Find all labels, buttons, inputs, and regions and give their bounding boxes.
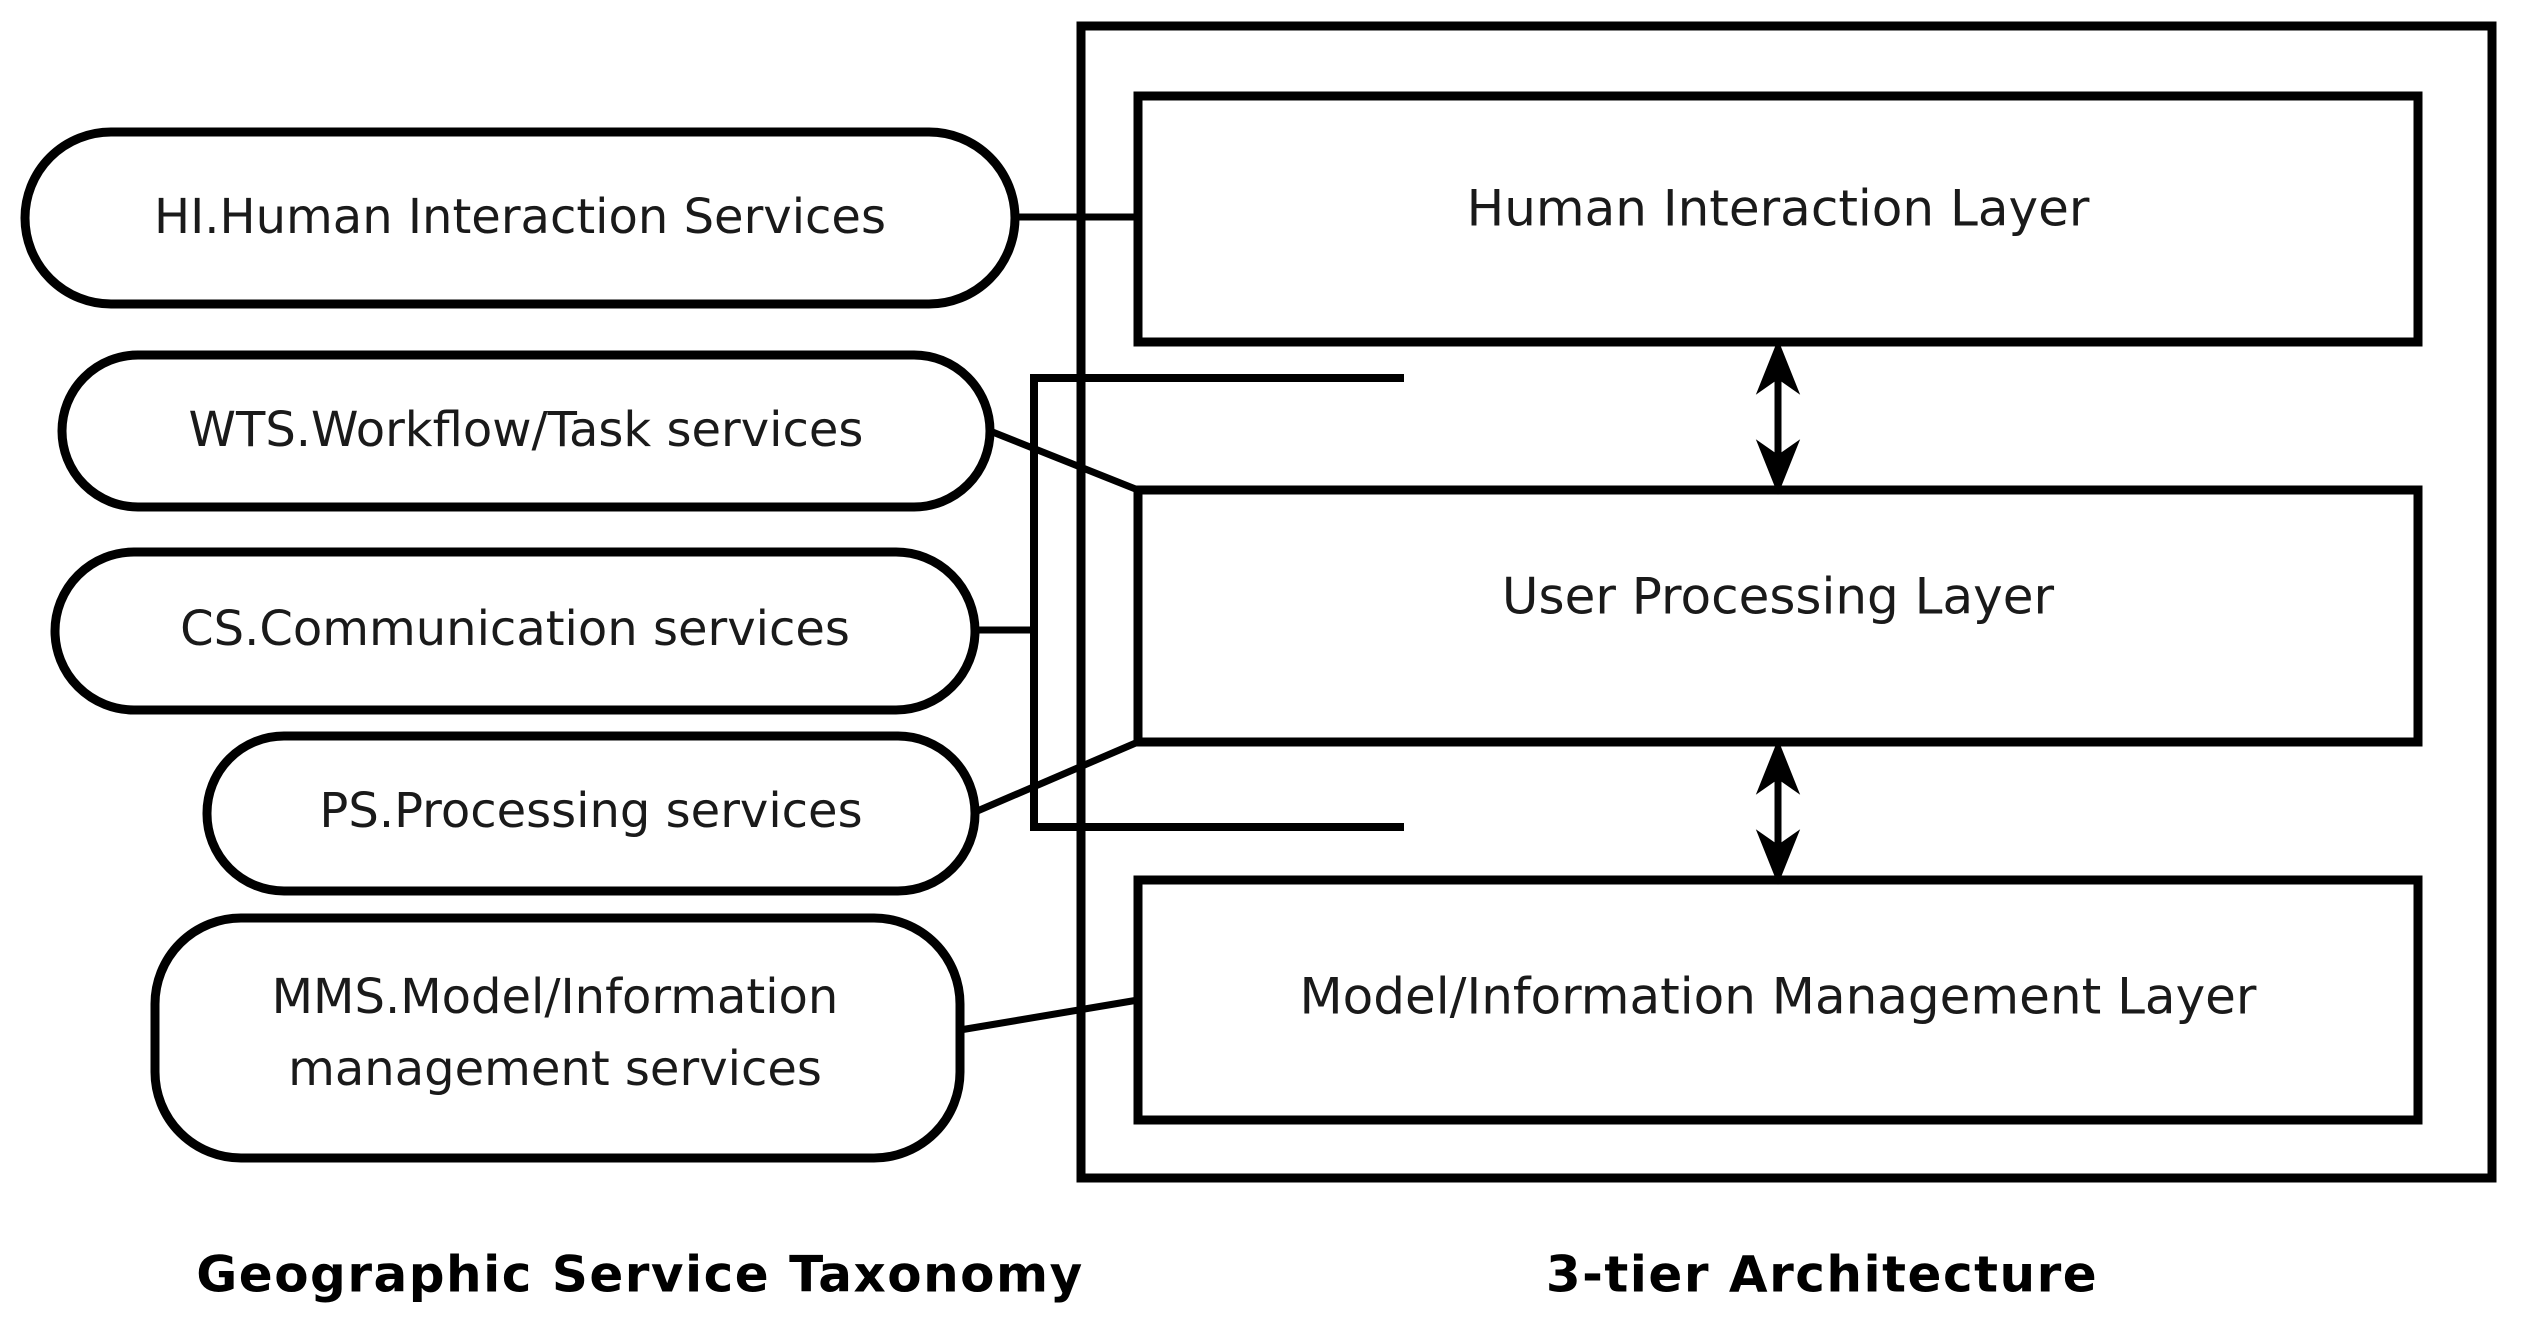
taxonomy-label-cs: CS.Communication services [180, 601, 850, 657]
layer-label-model-information-management: Model/Information Management Layer [1300, 968, 2257, 1026]
caption-geographic-service-taxonomy: Geographic Service Taxonomy [196, 1246, 1083, 1304]
connector-ps-to-user-processing-layer [973, 738, 1140, 816]
caption-3-tier-architecture: 3-tier Architecture [1546, 1246, 2098, 1304]
taxonomy-node-cs[interactable] [50, 547, 980, 715]
taxonomy-label-ps: PS.Processing services [319, 783, 862, 839]
taxonomy-label-mms-line2: management services [288, 1041, 822, 1097]
connector-mms-to-model-information-layer [959, 996, 1139, 1034]
layer-box-user-processing[interactable] [1133, 485, 2423, 747]
layer-label-human-interaction: Human Interaction Layer [1467, 180, 2090, 238]
taxonomy-node-wts[interactable] [57, 350, 995, 512]
taxonomy-node-mms[interactable] [150, 913, 965, 1163]
taxonomy-label-mms-line1: MMS.Model/Information [272, 969, 839, 1025]
connector-wts-to-user-processing-layer [988, 427, 1140, 494]
taxonomy-label-hi: HI.Human Interaction Services [154, 189, 886, 245]
taxonomy-node-ps[interactable] [202, 731, 980, 896]
arrow-human-interaction-to-user-processing [1755, 339, 1801, 495]
layer-box-human-interaction[interactable] [1133, 91, 2423, 347]
taxonomy-node-hi[interactable] [20, 127, 1020, 309]
arrow-user-processing-to-model-information [1755, 739, 1801, 885]
taxonomy-label-wts: WTS.Workflow/Task services [189, 402, 864, 458]
bracket-user-processing-group [1030, 374, 1404, 831]
layer-label-user-processing: User Processing Layer [1502, 568, 2055, 626]
